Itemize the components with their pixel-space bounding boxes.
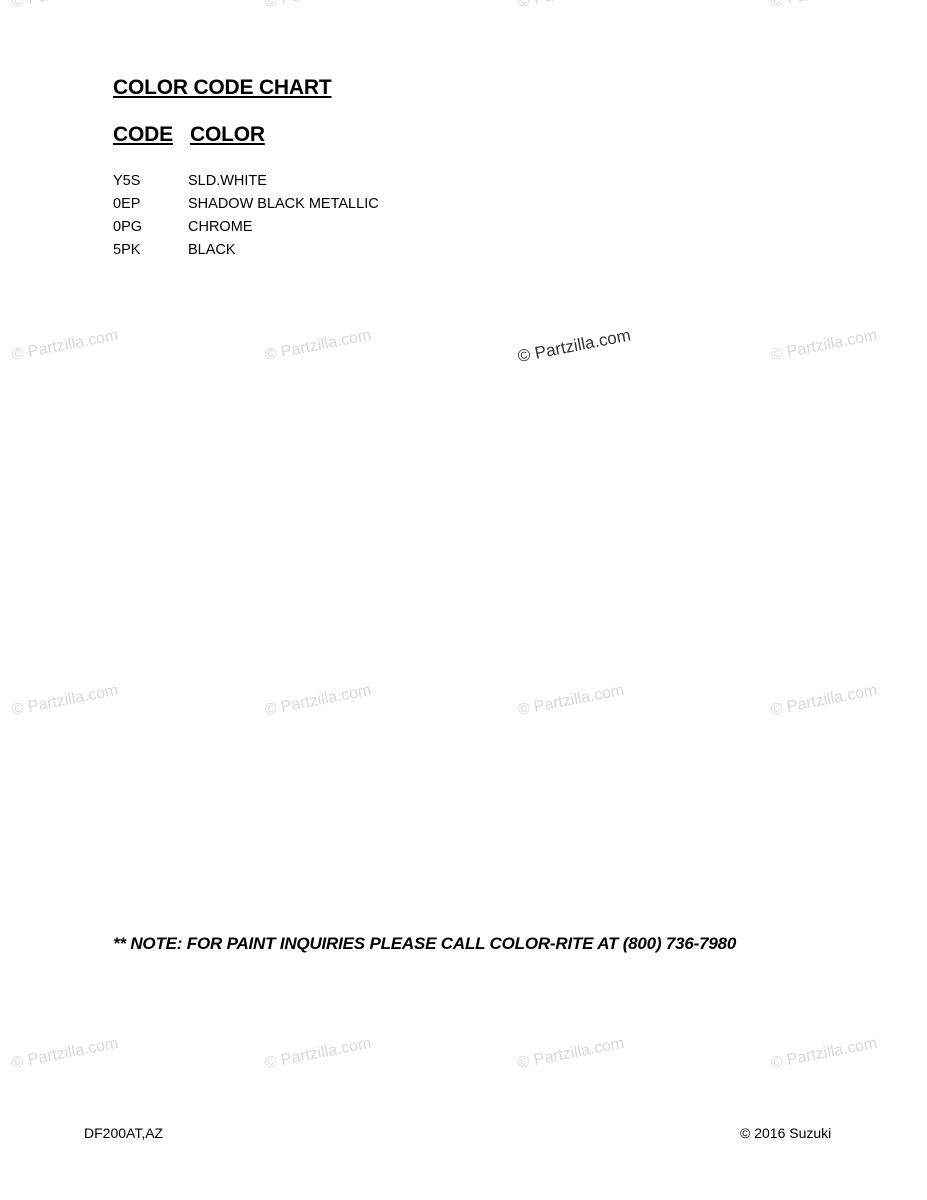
color-name: BLACK	[188, 242, 236, 258]
column-header-code: CODE	[113, 123, 173, 146]
color-name: SLD.WHITE	[188, 173, 267, 189]
watermark: © Partzilla.com	[769, 326, 879, 365]
column-header-color: COLOR	[190, 123, 265, 146]
color-code: Y5S	[113, 173, 141, 189]
watermark: © Partzilla.com	[263, 681, 373, 720]
watermark: © Partzilla.com	[10, 1034, 120, 1073]
model-number: DF200AT,AZ	[84, 1125, 164, 1141]
paint-inquiry-note: ** NOTE: FOR PAINT INQUIRIES PLEASE CALL…	[113, 934, 737, 953]
watermark: © Partzilla.com	[516, 325, 633, 367]
copyright-notice: © 2016 Suzuki	[740, 1125, 832, 1141]
watermark: © Partzilla.com	[769, 1034, 879, 1073]
watermark: © Partzilla.com	[264, 0, 373, 12]
watermark: © Partzilla.com	[263, 1034, 373, 1073]
color-name: CHROME	[188, 219, 253, 235]
color-code: 0PG	[113, 219, 143, 235]
color-code: 5PK	[113, 242, 141, 258]
watermark: © Partzilla.com	[516, 681, 626, 720]
watermark: © Partzilla.com	[516, 1034, 626, 1073]
page-title: COLOR CODE CHART	[113, 76, 332, 99]
color-name: SHADOW BLACK METALLIC	[188, 196, 379, 212]
color-code: 0EP	[113, 196, 141, 212]
watermark: © Partzilla.com	[517, 0, 626, 12]
watermark: © Partzilla.com	[10, 681, 120, 720]
watermark: © Partzilla.com	[263, 326, 373, 365]
watermark: © Partzilla.com	[770, 0, 879, 12]
watermark: © Partzilla.com	[11, 0, 120, 12]
watermark: © Partzilla.com	[769, 681, 879, 720]
watermark: © Partzilla.com	[10, 326, 120, 365]
